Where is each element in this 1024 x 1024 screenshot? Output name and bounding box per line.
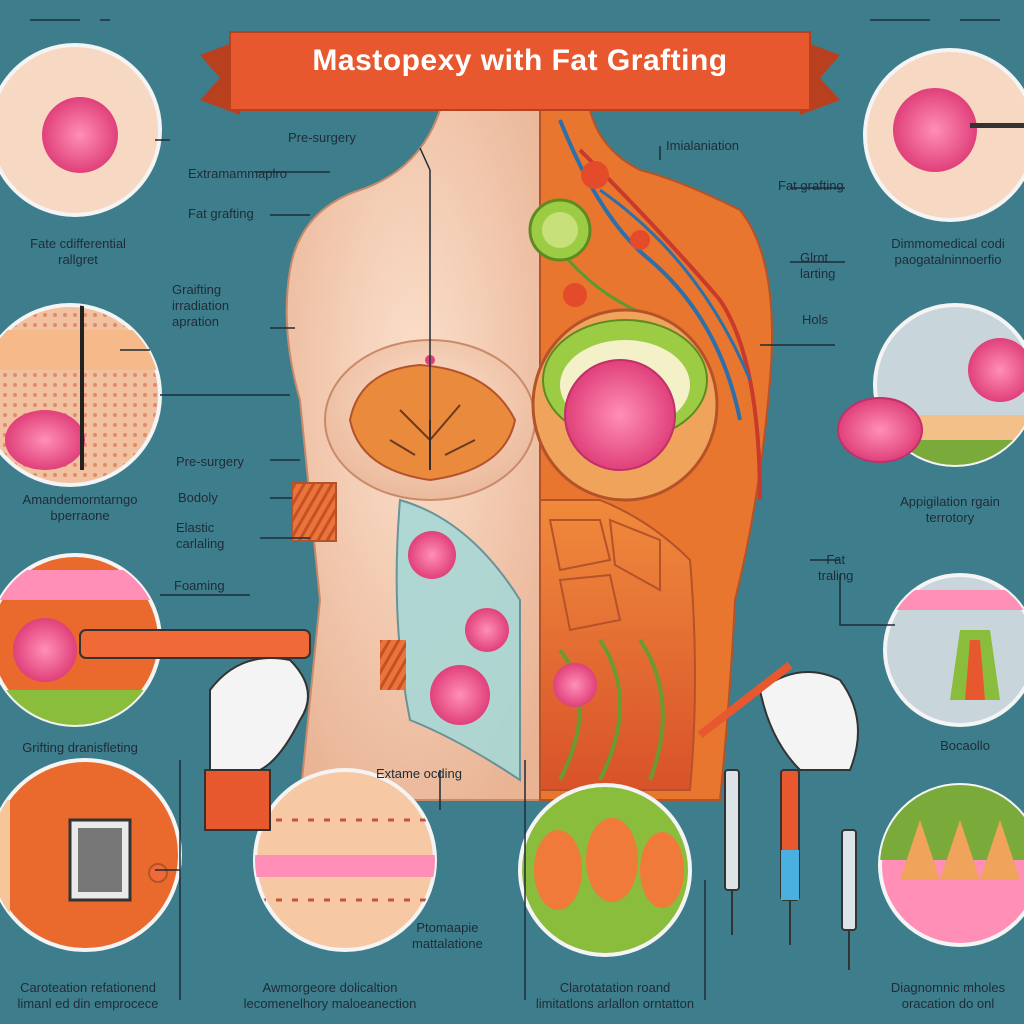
caption-bottom-midright: Clarotatation roand limitatlons arlallon… — [535, 980, 695, 1011]
label-fat-grafting-right: Fat grafting — [778, 178, 844, 193]
label-fat-grafting-left: Fat grafting — [188, 206, 254, 221]
vignette-top-right — [863, 48, 1024, 222]
vignette-bottom-left — [0, 758, 182, 952]
caption-top-left: Fate cdifferential rallgret — [30, 236, 126, 267]
gloved-hand-left — [204, 657, 309, 831]
caption-left-mid: Amandemorntarngo bperraone — [22, 492, 138, 523]
vignette-bottom-right — [878, 783, 1024, 947]
vignette-left-low — [0, 553, 311, 727]
syringe-icons — [724, 769, 857, 970]
label-pharmacologic: Ptomaapie mattalatione — [412, 920, 483, 951]
label-foaming: Foaming — [174, 578, 225, 593]
vignette-right-low — [883, 573, 1024, 727]
label-hole: Hols — [802, 312, 829, 327]
caption-bottom-right: Diagnomnic mholes oracation do onl — [890, 980, 1006, 1011]
gloved-hand-right — [697, 661, 859, 771]
caption-right-mid: Appigilation rgain terrotory — [900, 494, 1000, 525]
label-grafting-irradiation: Graifting irradiation apration — [172, 282, 230, 329]
page-title: Mastopexy with Fat Grafting — [312, 44, 728, 77]
label-pre-surgery-top: Pre-surgery — [288, 130, 356, 145]
caption-right-low: Bocaollo — [940, 738, 990, 753]
caption-bottom-mid: Awmorgeore dolicaltion lecomenelhory mal… — [243, 980, 417, 1011]
label-graft-lasting: Glrnt larting — [800, 250, 836, 281]
label-body: Bodoly — [178, 490, 218, 505]
label-extramammary: Extramammaplro — [188, 166, 287, 181]
leader-lines — [30, 19, 1000, 1000]
label-extensive-ordering: Extame ocding — [376, 766, 462, 781]
label-pre-surgery-mid: Pre-surgery — [176, 454, 244, 469]
title-ribbon — [200, 31, 840, 115]
vignette-right-mid — [837, 303, 1024, 467]
label-elastic-cartilage: Elastic carlaling — [176, 520, 225, 551]
caption-left-low: Grifting dranisfleting — [22, 740, 138, 755]
vignette-bottom-mid — [253, 768, 437, 952]
label-fat-trailing: Fat traling — [818, 552, 854, 583]
torso-illustration — [285, 109, 773, 801]
caption-top-right: Dimmomedical codi paogatalninnoerfio — [891, 236, 1005, 267]
caption-bottom-left: Caroteation refationend limanl ed din em… — [17, 980, 159, 1011]
label-inflammation: Imialaniation — [666, 138, 739, 153]
vignette-bottom-midright — [518, 783, 692, 957]
vignette-top-left — [0, 43, 162, 217]
vignette-left-mid — [0, 303, 162, 487]
